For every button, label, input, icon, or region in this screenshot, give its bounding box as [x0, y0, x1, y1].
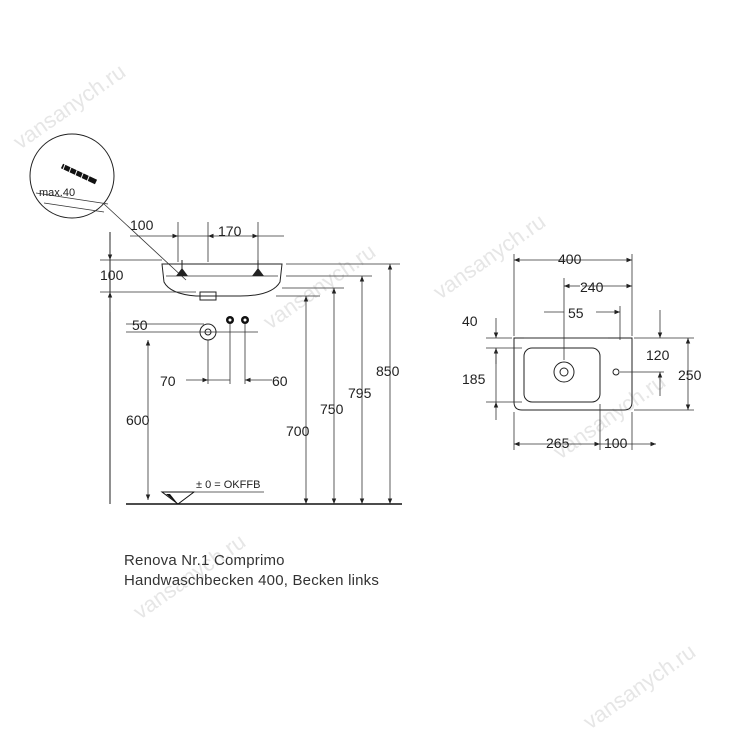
dim-plan-width: 400 — [558, 251, 582, 267]
caption-model: Renova Nr.1 Comprimo — [124, 552, 285, 569]
dim-top-right: 170 — [218, 223, 242, 239]
watermark-text: vansanych.ru — [9, 59, 131, 155]
side-view: 100 170 100 50 70 60 600 ± — [100, 217, 402, 505]
dim-drain: 50 — [132, 317, 148, 333]
screw-icon — [60, 161, 98, 185]
dim-height-750: 750 — [320, 401, 344, 417]
detail-callout: max.40 — [29, 133, 187, 281]
dim-plan-right-250: 250 — [678, 367, 702, 383]
dim-height-795: 795 — [348, 385, 372, 401]
plan-view: 400 240 55 40 185 120 250 — [462, 251, 702, 451]
dim-height-left: 100 — [100, 267, 124, 283]
dim-height-600: 600 — [126, 412, 150, 428]
caption-description: Handwaschbecken 400, Becken links — [124, 572, 380, 589]
watermark-text: vansanych.ru — [429, 209, 551, 305]
dim-plan-right-120: 120 — [646, 347, 670, 363]
dim-height-700: 700 — [286, 423, 310, 439]
dim-height-850: 850 — [376, 363, 400, 379]
dim-plan-hole-offset: 55 — [568, 305, 584, 321]
floor-level-label: ± 0 = OKFFB — [196, 479, 260, 491]
dim-plan-edge: 40 — [462, 313, 478, 329]
dim-plan-inner: 240 — [580, 279, 604, 295]
dim-plan-depth: 185 — [462, 371, 486, 387]
dim-plan-bottom-100: 100 — [604, 435, 628, 451]
watermark-text: vansanych.ru — [579, 639, 701, 735]
max-depth-label: max.40 — [39, 187, 75, 199]
dim-pipe-right: 60 — [272, 373, 288, 389]
dim-pipe-left: 70 — [160, 373, 176, 389]
dim-plan-bottom-265: 265 — [546, 435, 570, 451]
dim-top-left: 100 — [130, 217, 154, 233]
